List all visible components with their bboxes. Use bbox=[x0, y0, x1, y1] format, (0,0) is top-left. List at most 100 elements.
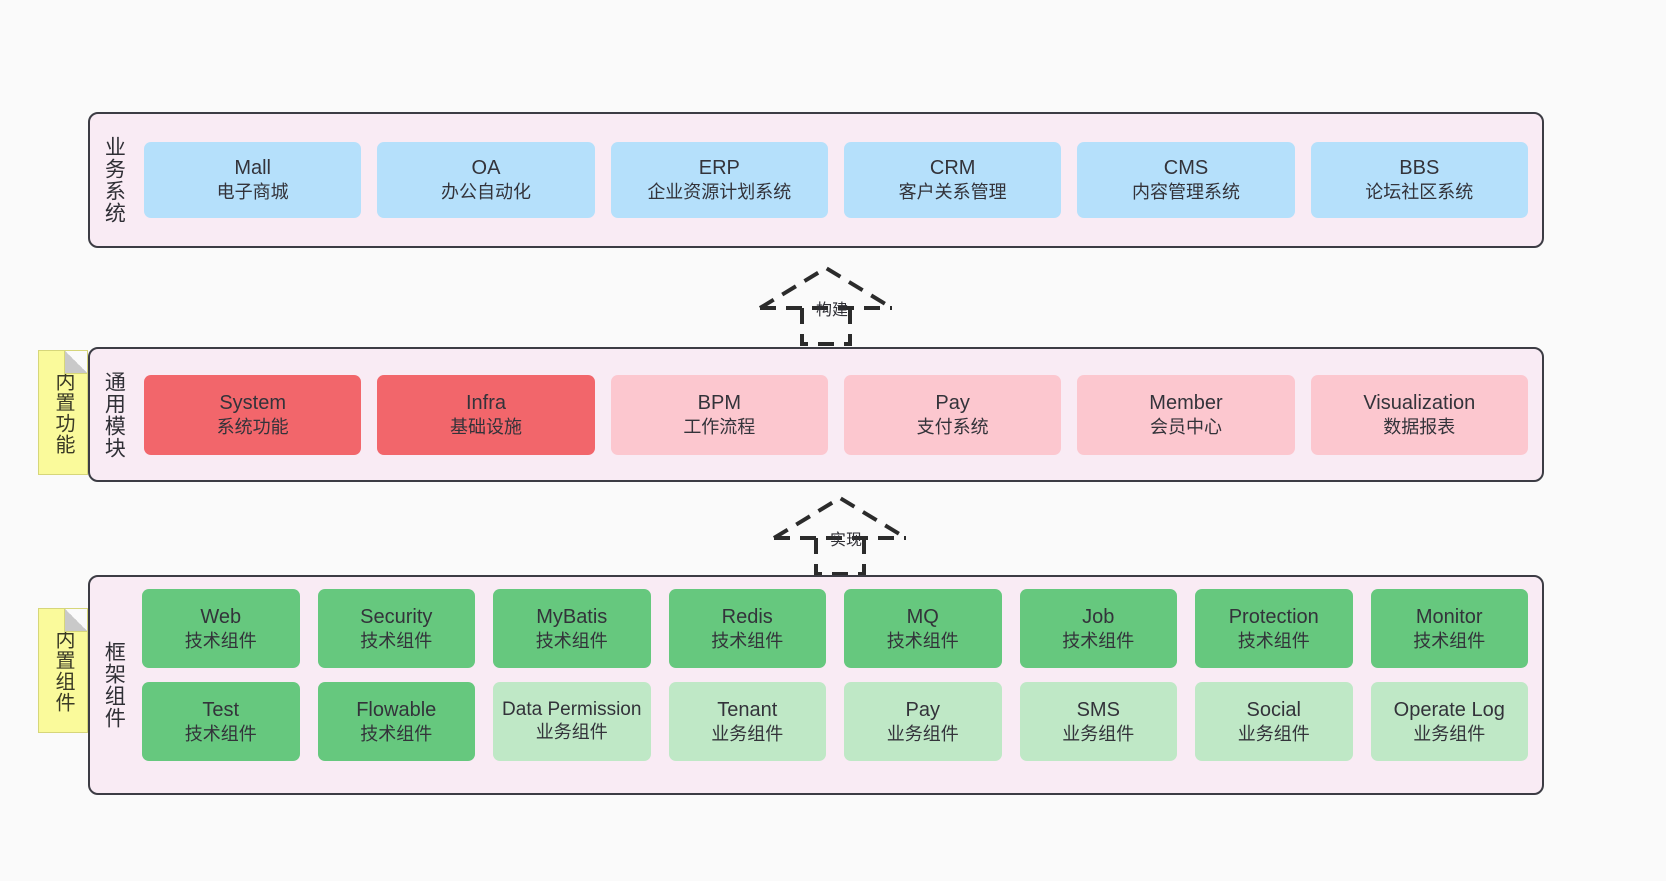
node-mybatis[interactable]: MyBatis 技术组件 bbox=[493, 589, 651, 668]
node-title: Redis bbox=[721, 605, 773, 628]
node-oa[interactable]: OA 办公自动化 bbox=[377, 142, 595, 218]
note-builtin-component: 内置组件 bbox=[38, 608, 88, 733]
node-subtitle: 技术组件 bbox=[1062, 630, 1135, 651]
note-label: 内置组件 bbox=[52, 628, 74, 713]
node-subtitle: 业务组件 bbox=[711, 723, 784, 744]
node-subtitle: 电子商城 bbox=[216, 182, 289, 203]
node-erp[interactable]: ERP 企业资源计划系统 bbox=[610, 142, 828, 218]
node-tenant[interactable]: Tenant 业务组件 bbox=[668, 682, 826, 761]
node-title: CMS bbox=[1163, 157, 1209, 180]
layer-body-framework-component: Web 技术组件 Security 技术组件 MyBatis 技术组件 Redi… bbox=[136, 577, 1542, 793]
layer-title-common-module: 通用模块 bbox=[102, 370, 126, 459]
framework-grid: Web 技术组件 Security 技术组件 MyBatis 技术组件 Redi… bbox=[142, 589, 1528, 761]
node-crm[interactable]: CRM 客户关系管理 bbox=[843, 142, 1062, 218]
node-web[interactable]: Web 技术组件 bbox=[142, 589, 300, 668]
node-subtitle: 企业资源计划系统 bbox=[647, 182, 792, 203]
node-subtitle: 系统功能 bbox=[216, 416, 289, 437]
node-subtitle: 技术组件 bbox=[535, 630, 608, 651]
connector-label-build: 构建 bbox=[816, 302, 849, 319]
layer-business-system: 业务系统 Mall 电子商城 OA 办公自动化 ERP 企业资源计划系统 CRM… bbox=[88, 112, 1544, 248]
note-label: 内置功能 bbox=[52, 370, 74, 455]
node-infra[interactable]: Infra 基础设施 bbox=[377, 374, 595, 455]
node-subtitle: 技术组件 bbox=[711, 630, 784, 651]
node-title: Web bbox=[200, 605, 242, 628]
node-subtitle: 技术组件 bbox=[1413, 630, 1486, 651]
layer-title-framework-component: 框架组件 bbox=[102, 641, 126, 729]
node-subtitle: 数据报表 bbox=[1383, 416, 1456, 437]
node-security[interactable]: Security 技术组件 bbox=[317, 589, 475, 668]
node-subtitle: 基础设施 bbox=[449, 416, 522, 437]
node-subtitle: 业务组件 bbox=[886, 723, 959, 744]
node-test[interactable]: Test 技术组件 bbox=[142, 682, 300, 761]
node-title: Operate Log bbox=[1393, 698, 1505, 721]
layer-body-business-system: Mall 电子商城 OA 办公自动化 ERP 企业资源计划系统 CRM 客户关系… bbox=[136, 114, 1542, 246]
node-title: Protection bbox=[1228, 605, 1319, 628]
node-title: BBS bbox=[1399, 157, 1440, 180]
node-data-permission[interactable]: Data Permission 业务组件 bbox=[493, 682, 651, 761]
node-flowable[interactable]: Flowable 技术组件 bbox=[317, 682, 475, 761]
layer-title-business-system: 业务系统 bbox=[102, 136, 126, 224]
node-subtitle: 业务组件 bbox=[535, 722, 608, 743]
node-redis[interactable]: Redis 技术组件 bbox=[668, 589, 826, 668]
node-title: OA bbox=[471, 157, 501, 180]
node-member[interactable]: Member 会员中心 bbox=[1077, 374, 1295, 455]
node-mq[interactable]: MQ 技术组件 bbox=[844, 589, 1002, 668]
node-pay-component[interactable]: Pay 业务组件 bbox=[844, 682, 1002, 761]
layer-framework-component: 框架组件 Web 技术组件 Security 技术组件 MyBatis 技术组件… bbox=[88, 575, 1544, 795]
node-subtitle: 技术组件 bbox=[886, 630, 959, 651]
node-title: CRM bbox=[929, 157, 976, 180]
node-subtitle: 客户关系管理 bbox=[898, 182, 1007, 203]
node-subtitle: 办公自动化 bbox=[440, 182, 531, 203]
node-title: Pay bbox=[935, 391, 970, 414]
node-title: Job bbox=[1082, 605, 1115, 628]
node-title: Infra bbox=[465, 391, 506, 414]
node-title: Test bbox=[202, 698, 240, 721]
node-subtitle: 业务组件 bbox=[1062, 723, 1135, 744]
node-title: SMS bbox=[1076, 698, 1120, 721]
node-bbs[interactable]: BBS 论坛社区系统 bbox=[1310, 142, 1528, 218]
node-subtitle: 技术组件 bbox=[1237, 630, 1310, 651]
node-subtitle: 工作流程 bbox=[683, 416, 756, 437]
connector-label-implement: 实现 bbox=[830, 532, 863, 549]
node-social[interactable]: Social 业务组件 bbox=[1195, 682, 1353, 761]
node-title: Mall bbox=[234, 157, 271, 180]
node-title: MyBatis bbox=[536, 605, 608, 628]
node-title: Member bbox=[1149, 391, 1223, 414]
node-cms[interactable]: CMS 内容管理系统 bbox=[1077, 142, 1295, 218]
node-mall[interactable]: Mall 电子商城 bbox=[144, 142, 362, 218]
connector-implement: 实现 bbox=[766, 492, 926, 578]
node-system[interactable]: System 系统功能 bbox=[144, 374, 362, 455]
node-subtitle: 技术组件 bbox=[360, 723, 433, 744]
node-bpm[interactable]: BPM 工作流程 bbox=[610, 374, 828, 455]
node-title: MQ bbox=[906, 605, 939, 628]
node-protection[interactable]: Protection 技术组件 bbox=[1195, 589, 1353, 668]
node-subtitle: 技术组件 bbox=[184, 723, 257, 744]
note-builtin-feature: 内置功能 bbox=[38, 350, 88, 475]
node-subtitle: 支付系统 bbox=[916, 416, 989, 437]
node-title: Tenant bbox=[717, 698, 778, 721]
connector-build: 构建 bbox=[752, 262, 912, 348]
node-subtitle: 内容管理系统 bbox=[1131, 182, 1240, 203]
node-title: Pay bbox=[905, 698, 940, 721]
node-subtitle: 论坛社区系统 bbox=[1365, 182, 1474, 203]
node-monitor[interactable]: Monitor 技术组件 bbox=[1370, 589, 1528, 668]
node-subtitle: 业务组件 bbox=[1237, 723, 1310, 744]
node-operate-log[interactable]: Operate Log 业务组件 bbox=[1370, 682, 1528, 761]
node-title: Flowable bbox=[356, 698, 437, 721]
node-title: ERP bbox=[698, 157, 740, 180]
node-title: Social bbox=[1246, 698, 1301, 721]
node-subtitle: 业务组件 bbox=[1413, 723, 1486, 744]
node-pay[interactable]: Pay 支付系统 bbox=[843, 374, 1062, 455]
node-title: Data Permission bbox=[502, 699, 642, 721]
node-sms[interactable]: SMS 业务组件 bbox=[1019, 682, 1177, 761]
dashed-generalization-arrow-icon bbox=[758, 265, 894, 346]
node-title: System bbox=[219, 391, 286, 414]
layer-common-module: 通用模块 System 系统功能 Infra 基础设施 BPM 工作流程 Pay… bbox=[88, 347, 1544, 482]
node-title: Monitor bbox=[1415, 605, 1483, 628]
node-visualization[interactable]: Visualization 数据报表 bbox=[1310, 374, 1528, 455]
node-subtitle: 技术组件 bbox=[360, 630, 433, 651]
node-job[interactable]: Job 技术组件 bbox=[1019, 589, 1177, 668]
layer-body-common-module: System 系统功能 Infra 基础设施 BPM 工作流程 Pay 支付系统… bbox=[136, 349, 1542, 480]
node-title: BPM bbox=[697, 391, 741, 414]
